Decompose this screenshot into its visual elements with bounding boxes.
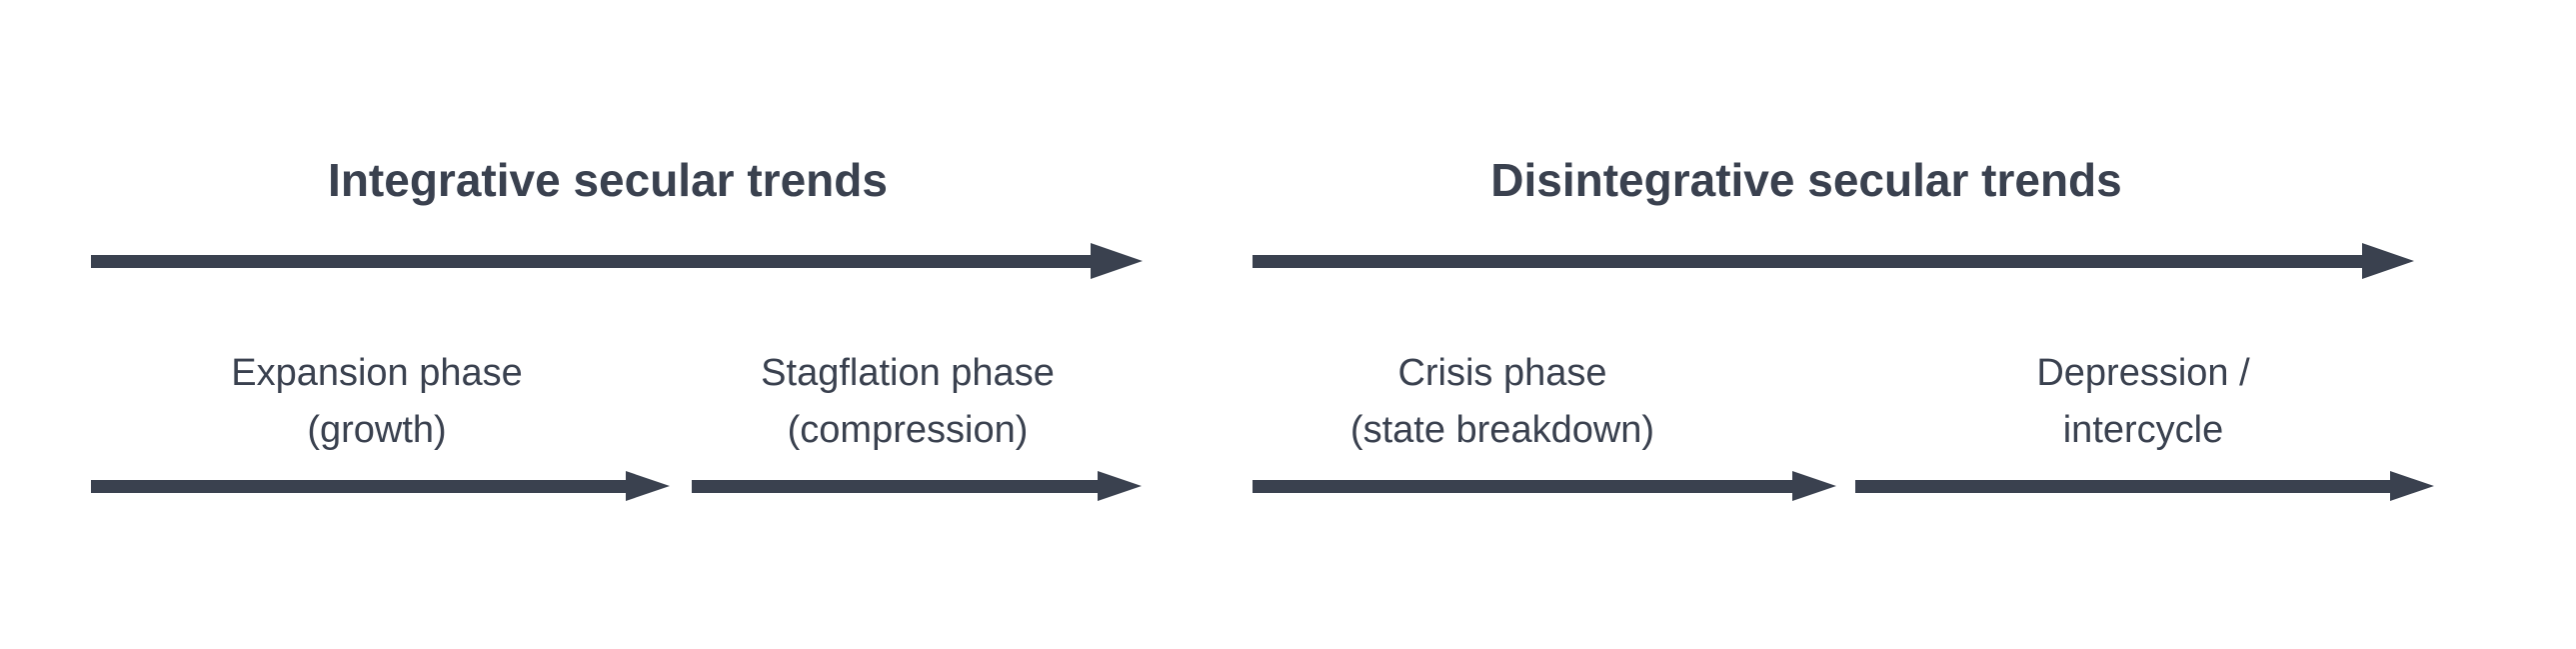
phase-label-line2: (state breakdown) — [1349, 409, 1655, 451]
integrative-trends-title: Integrative secular trends — [328, 154, 888, 206]
phase-label-line2: intercycle — [2062, 409, 2224, 451]
arrow-head-icon — [2362, 243, 2417, 279]
crisis-phase-label: Crisis phase (state breakdown) — [1350, 345, 1654, 459]
expansion-phase-label: Expansion phase (growth) — [231, 345, 523, 459]
arrow-head-icon — [1091, 243, 1146, 279]
depression-intercycle-label: Depression / intercycle — [2036, 345, 2249, 459]
expansion-phase-arrow — [91, 471, 673, 501]
phase-label-line1: Expansion phase — [231, 352, 523, 394]
phase-label-line2: (compression) — [787, 409, 1029, 451]
arrow-shaft — [1855, 479, 2390, 493]
depression-intercycle-arrow — [1855, 471, 2437, 501]
arrow-shaft — [1253, 479, 1792, 493]
disintegrative-trend-arrow — [1253, 243, 2417, 279]
stagflation-phase-arrow — [692, 471, 1145, 501]
arrow-head-icon — [1098, 471, 1145, 501]
stagflation-phase-label: Stagflation phase (compression) — [761, 345, 1055, 459]
disintegrative-trends-title: Disintegrative secular trends — [1490, 154, 2122, 206]
arrow-shaft — [1253, 254, 2362, 268]
crisis-phase-arrow — [1253, 471, 1839, 501]
arrow-shaft — [91, 479, 626, 493]
arrow-head-icon — [626, 471, 673, 501]
phase-label-line1: Depression / — [2036, 352, 2250, 394]
integrative-trend-arrow — [91, 243, 1146, 279]
arrow-shaft — [91, 254, 1091, 268]
arrow-shaft — [692, 479, 1098, 493]
arrow-head-icon — [1792, 471, 1839, 501]
arrow-head-icon — [2390, 471, 2437, 501]
phase-label-line1: Crisis phase — [1397, 352, 1607, 394]
phase-label-line2: (growth) — [307, 409, 447, 451]
phase-label-line1: Stagflation phase — [761, 352, 1055, 394]
